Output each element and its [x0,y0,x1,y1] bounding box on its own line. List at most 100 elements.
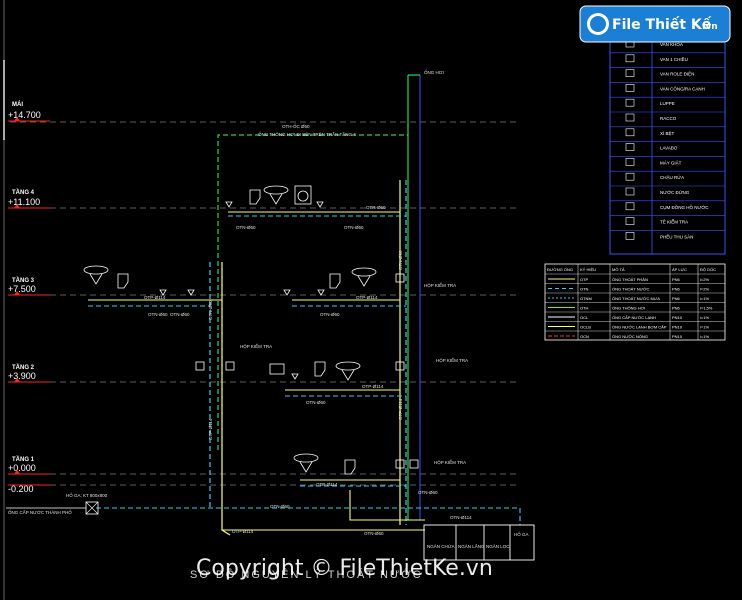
vent-top-label: ỐNG HƠI [424,69,444,75]
toilet-icon [314,361,326,377]
septic-tank [423,524,535,561]
legend-row-label: TÊ KIỂM TRA [660,218,688,225]
pipe-legend-cell: PN6 [672,296,681,301]
lavabo-stand-icon [269,193,283,205]
lavabo-stand-icon [357,275,371,287]
pipe-legend-cell: ỐNG CẤP NƯỚC LẠNH [612,315,656,320]
logo-name: File Thiết Kế [612,16,712,33]
pipe-tag: OTP-Ø114 [356,295,378,300]
level-marker-floor-1: TẦNG 1 +0.000 [8,456,50,475]
pipe-legend-cell: ỐNG THOÁT PHÂN [612,277,648,282]
level-triangle-icon [14,117,20,121]
floor-drain-icon [317,289,325,296]
legend-symbol-icon [625,172,635,181]
level-name: TẦNG 4 [12,189,35,196]
inlet-box-label: HỐ GA: KT 800x800 [66,492,108,498]
legend-symbol-icon [625,69,635,77]
pipe-legend-cell: PN10 [672,334,683,339]
level-marker-roof: MÁI +14.700 [8,101,50,122]
legend-row-label: LUPPE [660,101,675,106]
floor-drain-icon [316,201,324,208]
pipe-legend-cell: PN10 [672,325,683,330]
level-marker-floor-4: TẦNG 4 +11.100 [8,189,50,209]
pipe-legend-frame [544,263,726,341]
pipe-legend-cell: i=1% [700,325,709,330]
pipe-tag: OTN-Ø114 [450,515,472,520]
inspection-tee-icon [409,459,419,469]
pipe-tag: OTN-Ø60 [320,312,340,317]
pipe-tag: OTN-Ø90 [398,250,403,270]
legend-symbol-icon [625,202,635,211]
roof-pipe-label: OTH-ỐC Ø50 [282,123,310,129]
inspection-tee-icon [395,273,405,283]
pipe-tag: OTP-Ø114 [316,482,338,487]
lavabo-icon [335,361,361,371]
pipe-legend-cell: i=1% [700,334,709,339]
level-name: TẦNG 1 [12,456,35,463]
pipe-legend-cell: PN6 [672,287,681,292]
water-meter-icon [269,363,285,375]
pipe-legend-cell: OTP [580,277,589,282]
tank-chamber-label: HỐ GA [514,531,529,537]
pipe-legend-header: ĐƯỜNG ỐNG [547,267,573,272]
toilet-icon [329,273,341,289]
pipe-tag: OTP-Ø114 [208,418,213,440]
legend-row-label: VAN KHÓA [660,41,683,47]
pipe-tag: OTP-Ø114 [362,384,384,389]
pipe-legend-cell: ỐNG NƯỚC NÓNG [612,334,648,339]
pipe-tag: OTP-Ø114 [398,398,403,420]
inspection-label: HỘP KIỂM TRA [240,343,272,349]
toilet-icon [344,459,356,475]
sanitary-riser-left [221,262,231,536]
tank-chamber-label: NGĂN LẮNG [458,542,485,549]
watermark-logo: File Thiết Kế .vn [579,5,731,43]
lavabo-icon [83,265,109,275]
pipe-tag: OTN-Ø60 [170,312,190,317]
pipe-legend-cell: i=2% [700,287,709,292]
legend-symbol-icon [625,84,635,92]
pipe-legend-cell: PN6 [672,306,681,311]
pipe-tag: OTN-Ø90 [208,300,213,320]
level-elevation: +14.700 [8,110,41,120]
legend-row-label: VAN ROLE ĐIỆN [660,70,694,77]
pipe-legend-cell: OCL [580,315,589,320]
floor-drain-icon [225,201,233,208]
legend-symbol-icon [625,128,635,137]
pipe-legend-cell: PN6 [672,277,681,282]
pipe-legend-cell: i=1% [700,315,709,320]
lavabo-icon [351,267,377,277]
inspection-tee-icon [195,361,205,371]
pipe-legend-cell: OCN [580,334,589,339]
level-markers: MÁI +14.700 TẦNG 4 +11.100 TẦNG 3 +7.500… [8,101,50,494]
pipe-legend-header: MÔ TẢ [612,267,625,272]
level-triangle-icon [14,291,20,295]
pipe-legend-header: KÝ HIỆU [580,267,596,272]
pipe-tag: OTN-Ø60 [364,531,384,536]
city-main-label: ỐNG CẤP NƯỚC THÀNH PHỐ [8,509,72,515]
pipe-tag: OTN-Ø60 [418,490,438,495]
vent-pipes [217,74,421,520]
logo-badge [579,5,731,43]
risers [209,180,407,536]
pipe-legend-cell: ỐNG THÔNG HƠI [612,306,645,311]
city-inlet: HỐ GA: KT 800x800 ỐNG CẤP NƯỚC THÀNH PHỐ [6,492,108,515]
legend-row-label: NƯỚC ĐỨNG [660,189,690,195]
legend-row-label: CHẬU RỬA [660,174,684,180]
basement-collection [96,490,521,531]
inspection-tee-icon [395,361,405,371]
basement-drain-main [96,507,521,525]
fixtures [83,185,377,475]
legend-row-label: RACCO [660,116,677,121]
pipe-tag: OTR-Ø60 [366,205,386,210]
lavabo-stand-icon [341,369,355,381]
legend-symbol-icon [625,217,635,225]
pipe-tag: OTP-Ø114 [144,295,166,300]
copyright-watermark: Copyright © FileThietKe.vn [196,556,493,581]
level-marker-floor-3: TẦNG 3 +7.500 [8,277,50,296]
pipe-legend-cell: i=1,5% [700,306,713,311]
